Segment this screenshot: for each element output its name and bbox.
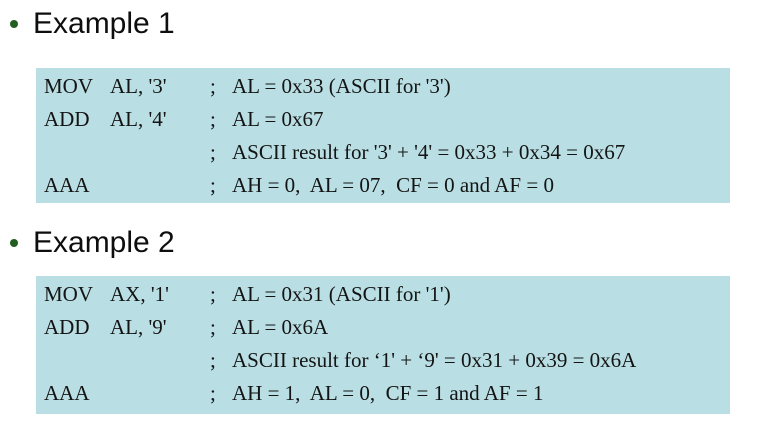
comment-separator: ; [210,140,216,164]
mnemonic [44,344,110,377]
code-line: AAA ; AH = 1, AL = 0, CF = 1 and AF = 1 [44,377,730,410]
mnemonic: MOV [44,282,94,306]
mnemonic [44,136,110,169]
code-line: MOV AL, '3' ; AL = 0x33 (ASCII for '3') [44,70,730,103]
code-line: ; ASCII result for ‘1' + ‘9' = 0x31 + 0x… [44,344,730,377]
code-line: AAA ; AH = 0, AL = 07, CF = 0 and AF = 0 [44,169,730,202]
mnemonic: ADD [44,107,90,131]
operands: AL, '4' [110,107,167,131]
comment-text: AL = 0x6A [232,315,329,339]
comment-separator: ; [210,315,216,339]
mnemonic: MOV [44,74,94,98]
operands: AX, '1' [110,282,169,306]
comment-separator: ; [210,282,216,306]
comment-separator: ; [210,381,216,405]
heading-text: Example 1 [33,7,175,40]
comment-text: AL = 0x31 (ASCII for '1') [232,282,451,306]
comment-text: AH = 1, AL = 0, CF = 1 and AF = 1 [232,381,544,405]
code-line: MOV AX, '1' ; AL = 0x31 (ASCII for '1') [44,278,730,311]
example-2-heading: Example 2 [10,226,175,260]
comment-separator: ; [210,74,216,98]
code-line: ADD AL, '4' ; AL = 0x67 [44,103,730,136]
example-1-heading: Example 1 [10,7,175,41]
comment-text: AL = 0x67 [232,107,324,131]
mnemonic: AAA [44,381,90,405]
code-line: ; ASCII result for '3' + '4' = 0x33 + 0x… [44,136,730,169]
operands: AL, '3' [110,74,167,98]
operands: AL, '9' [110,315,167,339]
comment-text: ASCII result for ‘1' + ‘9' = 0x31 + 0x39… [232,348,637,372]
comment-text: ASCII result for '3' + '4' = 0x33 + 0x34… [232,140,626,164]
operands [110,377,210,410]
code-block-example-2: MOV AX, '1' ; AL = 0x31 (ASCII for '1') A… [36,276,730,414]
bullet-icon [10,239,18,247]
comment-separator: ; [210,107,216,131]
bullet-icon [10,20,18,28]
comment-separator: ; [210,173,216,197]
mnemonic: AAA [44,173,90,197]
comment-text: AH = 0, AL = 07, CF = 0 and AF = 0 [232,173,554,197]
operands [110,344,210,377]
comment-text: AL = 0x33 (ASCII for '3') [232,74,451,98]
comment-separator: ; [210,348,216,372]
code-block-example-1: MOV AL, '3' ; AL = 0x33 (ASCII for '3') A… [36,68,730,203]
operands [110,136,210,169]
mnemonic: ADD [44,315,90,339]
code-line: ADD AL, '9' ; AL = 0x6A [44,311,730,344]
heading-text: Example 2 [33,226,175,259]
operands [110,169,210,202]
